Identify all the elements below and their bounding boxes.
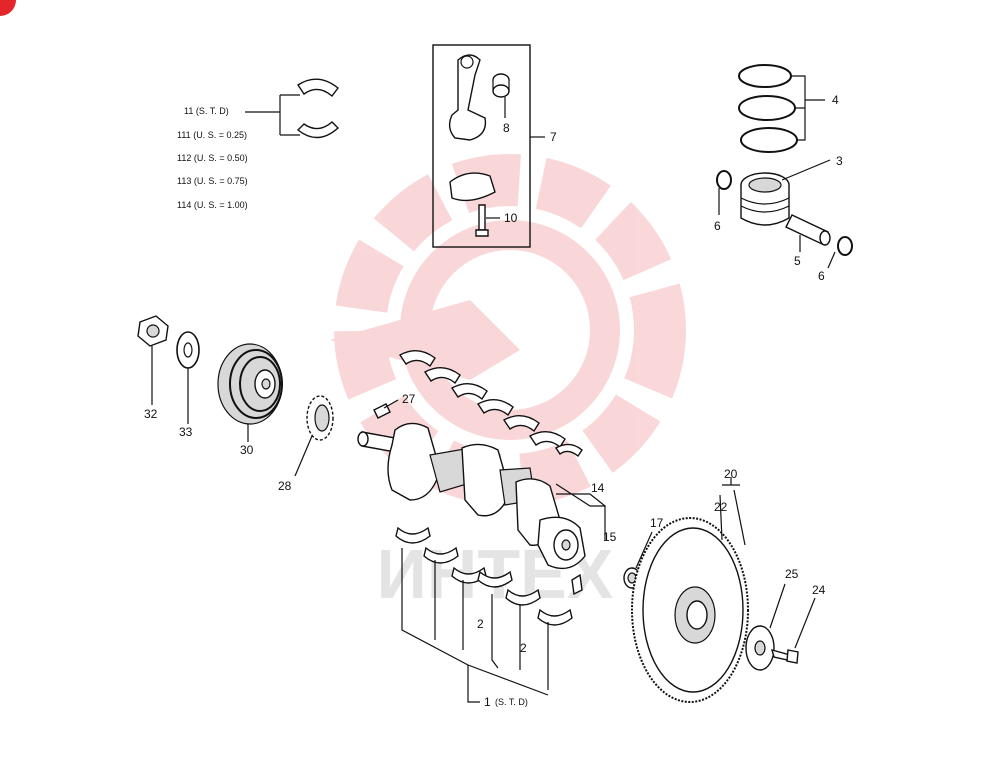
bearing-size-num: 11 — [184, 106, 193, 116]
bearing-size-spec: (S. T. D) — [196, 106, 229, 116]
callout-14: 14 — [591, 481, 605, 495]
callout-33: 33 — [179, 425, 193, 439]
snap-ring-left — [716, 170, 732, 215]
flywheel-plate — [745, 583, 786, 671]
callout-2: 2 — [520, 641, 527, 655]
callout-20: 20 — [724, 467, 738, 481]
callout-32: 32 — [144, 407, 158, 421]
callout-3: 3 — [836, 154, 843, 168]
svg-text:113 (U. S. = 0.75): 113 (U. S. = 0.75) — [177, 176, 248, 186]
svg-text:114 (U. S. = 1.00): 114 (U. S. = 1.00) — [177, 200, 248, 210]
bearing-size-num: 113 — [177, 176, 191, 186]
callout-6: 6 — [714, 219, 721, 233]
callout-2: 2 — [477, 617, 484, 631]
bearing-size-num: 111 — [177, 130, 191, 140]
bearing-size-spec: (U. S. = 0.75) — [194, 176, 248, 186]
bearing-size-num: 114 — [177, 200, 191, 210]
connecting-rod-bearing-shells — [296, 78, 340, 139]
crankshaft-key — [373, 399, 399, 419]
callout-5: 5 — [794, 254, 801, 268]
callout-leader-thrust — [555, 483, 606, 540]
callout-1-spec: (S. T. D) — [495, 697, 528, 707]
piston-rings — [738, 64, 825, 153]
callout-4: 4 — [832, 93, 839, 107]
callout-leader-bearings — [401, 548, 549, 703]
callout-30: 30 — [240, 443, 254, 457]
svg-text:112 (U. S. = 0.50): 112 (U. S. = 0.50) — [177, 153, 248, 163]
flywheel — [631, 477, 749, 703]
crank-pulley — [217, 343, 283, 442]
crank-pulley-washer — [176, 331, 200, 424]
callout-8: 8 — [503, 121, 510, 135]
callout-15: 15 — [603, 530, 617, 544]
bearing-size-spec: (U. S. = 0.50) — [194, 153, 248, 163]
bearing-size-num: 112 — [177, 153, 191, 163]
svg-text:111 (U. S. = 0.25): 111 (U. S. = 0.25) — [177, 130, 247, 140]
piston — [740, 159, 831, 226]
flywheel-bolt — [770, 597, 816, 664]
upper-main-bearing-shells — [398, 350, 583, 458]
connecting-rod-assembly-box — [432, 44, 545, 248]
crankshaft-timing-gear — [294, 395, 334, 477]
callout-22: 22 — [714, 500, 728, 514]
callout-17: 17 — [650, 516, 664, 530]
callout-25: 25 — [785, 567, 799, 581]
bearing-size-spec: (U. S. = 0.25) — [193, 130, 247, 140]
crank-pulley-nut — [137, 315, 169, 405]
callout-10: 10 — [504, 211, 518, 225]
callout-27: 27 — [402, 392, 416, 406]
bearing-size-list: 11 (S. T. D) 111 (U. S. = 0.25) 112 (U. … — [177, 94, 300, 210]
piston-pin — [785, 214, 831, 252]
callout-24: 24 — [812, 583, 826, 597]
lower-main-bearing-shells — [395, 526, 573, 626]
bearing-size-spec: (U. S. = 1.00) — [194, 200, 248, 210]
callout-6: 6 — [818, 269, 825, 283]
callout-1: 1 — [484, 695, 491, 709]
svg-text:11 (S. T. D): 11 (S. T. D) — [184, 106, 229, 116]
callout-28: 28 — [278, 479, 292, 493]
snap-ring-right — [827, 236, 853, 269]
callout-7: 7 — [550, 130, 557, 144]
crankshaft — [357, 422, 586, 596]
